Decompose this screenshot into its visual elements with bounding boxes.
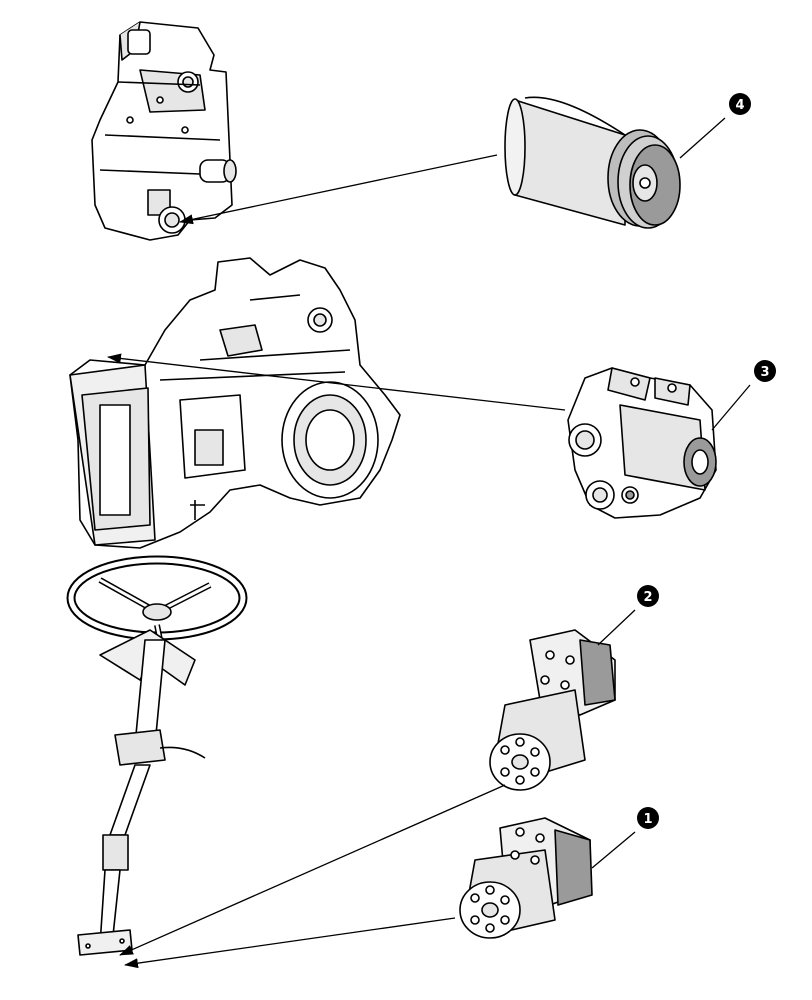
callout-4-badge (729, 93, 751, 115)
callout-1: 1 (637, 807, 659, 829)
leader-lines (107, 117, 751, 969)
callout-3: 3 (754, 360, 776, 382)
filter-cartridge-drawing (504, 96, 681, 229)
arrow-3 (107, 353, 566, 411)
callout-1-label: 1 (643, 812, 652, 827)
gearbox-drawing (91, 21, 237, 241)
callout-2: 2 (637, 585, 659, 607)
callout-leader-2 (597, 609, 636, 646)
callout-leader-4 (679, 117, 726, 159)
arrow-1 (124, 917, 456, 969)
transmission-housing-drawing (69, 257, 401, 549)
callout-1-badge (637, 807, 659, 829)
callout-2-badge (637, 585, 659, 607)
callout-2-label: 2 (643, 590, 652, 605)
hydraulic-pump-drawing (567, 367, 717, 519)
callout-leader-1 (591, 831, 636, 869)
arrow-4 (179, 154, 498, 225)
callout-3-badge (754, 360, 776, 382)
callout-4: 4 (729, 93, 751, 115)
callout-3-label: 3 (760, 365, 769, 380)
steering-unit-2-drawing (489, 629, 616, 791)
steering-unit-1-drawing (459, 817, 593, 939)
callout-leader-3 (711, 384, 751, 431)
arrow-2 (119, 784, 506, 956)
callout-4-label: 4 (735, 98, 744, 113)
steering-column-drawing (66, 555, 248, 956)
